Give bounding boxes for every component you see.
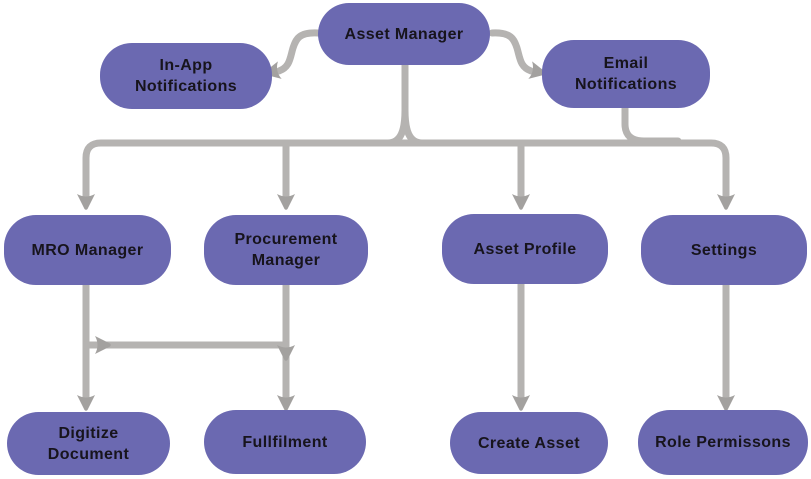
arrowhead-settings (717, 194, 735, 210)
arrowhead-rung-right (277, 345, 295, 361)
node-digitize-document-label: Digitize Document (47, 424, 130, 463)
arrowhead-rung-left (95, 336, 111, 354)
arrowheads (77, 61, 735, 411)
edge-fork-right (401, 106, 426, 147)
edge-asset-manager-to-in-app (275, 29, 322, 75)
node-asset-manager: Asset Manager (318, 3, 490, 65)
node-procurement-manager: Procurement Manager (204, 215, 368, 285)
node-in-app-notifications-label: In-App Notifications (134, 57, 238, 95)
node-asset-profile-label: Asset Profile (473, 240, 577, 258)
node-create-asset: Create Asset (450, 412, 608, 474)
arrowhead-fullfilment (277, 395, 295, 411)
node-role-permissons: Role Permissons (638, 410, 808, 475)
node-email-notifications-label: Email Notifications (574, 55, 678, 93)
edge-trunk (82, 139, 730, 202)
node-in-app-notifications: In-App Notifications (100, 43, 272, 109)
node-procurement-manager-label: Procurement Manager (234, 231, 338, 269)
arrowhead-role-permissons (717, 395, 735, 411)
node-mro-manager-label: MRO Manager (31, 241, 144, 259)
node-digitize-document: Digitize Document (7, 412, 170, 475)
arrowhead-email (528, 61, 546, 79)
arrowhead-procurement (277, 194, 295, 210)
node-settings-label: Settings (690, 241, 758, 259)
node-fullfilment: Fullfilment (204, 410, 366, 474)
edge-email-to-trunk (621, 100, 682, 145)
node-settings: Settings (641, 215, 807, 285)
node-fullfilment-label: Fullfilment (242, 433, 328, 451)
node-asset-manager-label: Asset Manager (344, 25, 464, 43)
node-mro-manager: MRO Manager (4, 215, 171, 285)
node-asset-profile: Asset Profile (442, 214, 608, 284)
arrowhead-create-asset (512, 395, 530, 411)
arrowhead-mro (77, 194, 95, 210)
node-role-permissons-label: Role Permissons (655, 434, 791, 451)
arrowhead-digitize (77, 395, 95, 411)
node-create-asset-label: Create Asset (477, 434, 581, 452)
edge-asset-manager-to-email (488, 29, 535, 75)
arrowhead-asset-profile (512, 194, 530, 210)
node-email-notifications: Email Notifications (542, 40, 710, 108)
